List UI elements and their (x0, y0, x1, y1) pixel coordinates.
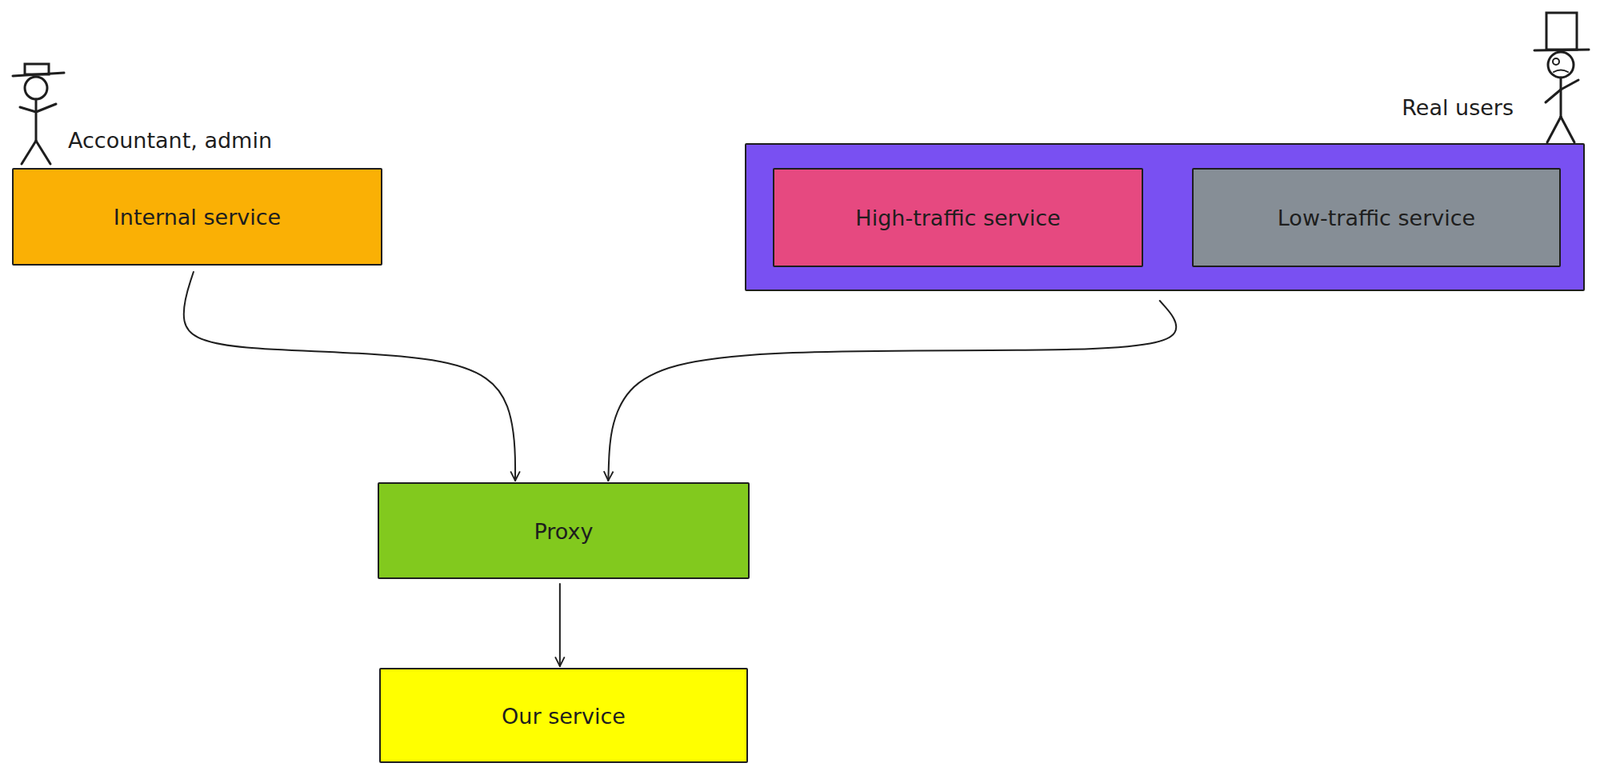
user-facing-group: Real usersHigh-traffic serviceLow-traffi… (744, 143, 1585, 292)
service-box: Our service (379, 668, 748, 764)
service-box: High-traffic service (772, 168, 1144, 268)
user-figure (1534, 12, 1589, 143)
connector-arrow (184, 272, 516, 481)
service-box: Low-traffic service (1192, 168, 1561, 268)
box-label: Internal service (13, 204, 381, 230)
box-label: High-traffic service (774, 205, 1142, 231)
actor-label: Real users (1401, 95, 1514, 120)
proxy-box: Proxy (377, 482, 750, 580)
admin-figure (12, 64, 64, 164)
connector-arrow (559, 584, 561, 667)
actor-label: Accountant, admin (68, 128, 272, 153)
box-label: Low-traffic service (1193, 205, 1560, 231)
box-label: Our service (380, 703, 747, 728)
box-label: Proxy (379, 518, 748, 544)
internal-service-box: Accountant, adminInternal service (12, 168, 383, 266)
connector-arrow (608, 300, 1176, 481)
